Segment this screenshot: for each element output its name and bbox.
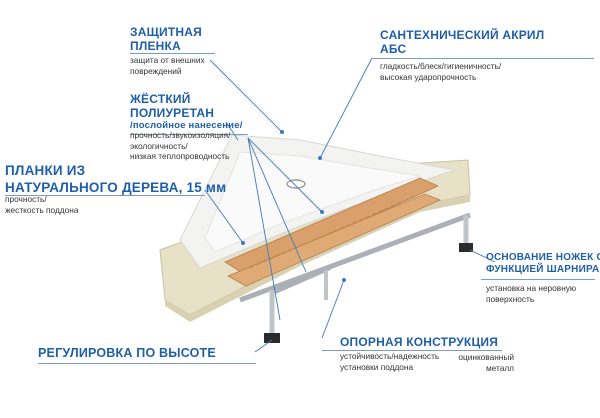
- support-desc: устойчивость/надежность установки поддон…: [340, 351, 439, 372]
- leader-pu-3: [247, 137, 323, 213]
- film-title-line2: ПЛЕНКА: [130, 39, 181, 53]
- pu-desc-line1: прочность/звукоизоляция/: [130, 130, 231, 140]
- leg-right-foot: [459, 243, 473, 252]
- hinge-title-line1: ОСНОВАНИЕ НОЖЕК С: [486, 252, 600, 263]
- pu-desc-line2: экологичность/: [130, 140, 188, 151]
- wood-desc: прочность/ жесткость поддона: [5, 194, 78, 215]
- pu-desc: прочность/звукоизоляция/ экологичность/ …: [130, 130, 230, 162]
- leader-support: [321, 279, 345, 339]
- wood-desc-line2: жесткость поддона: [5, 204, 79, 215]
- hinge-desc-line2: поверхность: [486, 293, 535, 304]
- wood-plank-1: [224, 177, 439, 275]
- acrylic-desc-line2: высокая ударопрочность: [380, 71, 477, 82]
- acrylic-desc-line1: гладкость/блеск/гигиеничность/: [380, 61, 502, 71]
- leader-dots: [241, 130, 346, 282]
- leader-pu-1: [225, 121, 239, 141]
- height-title: РЕГУЛИРОВКА ПО ВЫСОТЕ: [38, 346, 216, 360]
- support-desc-line2: установки поддона: [340, 361, 414, 372]
- pu-desc-line3: низкая теплопроводность: [130, 151, 230, 161]
- tray-body: [159, 134, 473, 343]
- hinge-desc: установка на неровную поверхность: [486, 283, 576, 304]
- hinge-title: ОСНОВАНИЕ НОЖЕК С ФУНКЦИЕЙ ШАРНИРА: [486, 252, 600, 276]
- pu-title-line3: /послойное нанесение/: [130, 120, 243, 131]
- leader-acrylic: [319, 57, 373, 159]
- support-note: оцинкованный металл: [454, 352, 514, 373]
- pu-divider: [130, 134, 248, 135]
- film-divider: [130, 53, 215, 54]
- pu-title-line1: ЖЁСТКИЙ: [130, 92, 191, 106]
- film-title-line1: ЗАЩИТНАЯ: [130, 25, 202, 39]
- support-desc-line1: устойчивость/надежность: [340, 351, 440, 361]
- film-desc: защита от внешних повреждений: [130, 55, 205, 76]
- leader-dot-pu: [320, 210, 324, 214]
- hinge-title-line2: ФУНКЦИЕЙ ШАРНИРА: [486, 264, 600, 275]
- wood-title-line1: ПЛАНКИ ИЗ: [5, 163, 86, 178]
- leader-pu-4: [247, 137, 281, 321]
- film-title: ЗАЩИТНАЯ ПЛЕНКА: [130, 25, 202, 53]
- polyurethane-edge: [165, 195, 470, 322]
- acrylic-divider: [372, 58, 594, 59]
- leader-pu-2: [247, 137, 307, 273]
- wood-title-line2: НАТУРАЛЬНОГО ДЕРЕВА, 15 мм: [5, 180, 227, 195]
- height-divider: [38, 363, 256, 364]
- film-desc-line1: защита от внешних: [130, 55, 205, 65]
- acrylic-title: САНТЕХНИЧЕСКИЙ АКРИЛ АБС: [380, 28, 544, 56]
- acrylic-desc: гладкость/блеск/гигиеничность/ высокая у…: [380, 61, 501, 82]
- support-rail-main: [239, 212, 471, 303]
- leader-lines: [204, 57, 496, 353]
- hinge-divider: [481, 279, 595, 280]
- wood-divider: [5, 195, 205, 196]
- wood-grain: [249, 195, 416, 269]
- film-desc-line2: повреждений: [130, 65, 182, 76]
- acrylic-title-line1: САНТЕХНИЧЕСКИЙ АКРИЛ: [380, 28, 545, 42]
- wood-plank-2: [227, 193, 442, 287]
- support-divider: [322, 350, 502, 351]
- leader-dot-wood: [241, 241, 245, 245]
- support-title: ОПОРНАЯ КОНСТРУКЦИЯ: [340, 335, 499, 349]
- leader-hinge: [469, 249, 496, 263]
- leader-film: [209, 59, 283, 133]
- leader-wood: [204, 189, 244, 244]
- support-rail-short: [274, 266, 331, 294]
- support-note-line2: металл: [485, 362, 514, 373]
- leader-dot-film: [280, 130, 284, 134]
- leader-height: [254, 339, 273, 353]
- hinge-desc-line1: установка на неровную: [486, 283, 577, 293]
- acrylic-title-line2: АБС: [380, 42, 407, 56]
- support-note-line1: оцинкованный: [458, 352, 514, 362]
- wood-desc-line1: прочность/: [5, 194, 47, 204]
- leader-dot-acrylic: [318, 156, 322, 160]
- drain: [286, 179, 306, 189]
- leader-dot-support: [342, 278, 346, 282]
- pu-title-line2: ПОЛИУРЕТАН: [130, 106, 215, 120]
- wood-title: ПЛАНКИ ИЗ НАТУРАЛЬНОГО ДЕРЕВА, 15 мм: [5, 162, 226, 196]
- pu-title: ЖЁСТКИЙ ПОЛИУРЕТАН /послойное нанесение/: [130, 92, 243, 132]
- leg-front-foot: [264, 333, 280, 343]
